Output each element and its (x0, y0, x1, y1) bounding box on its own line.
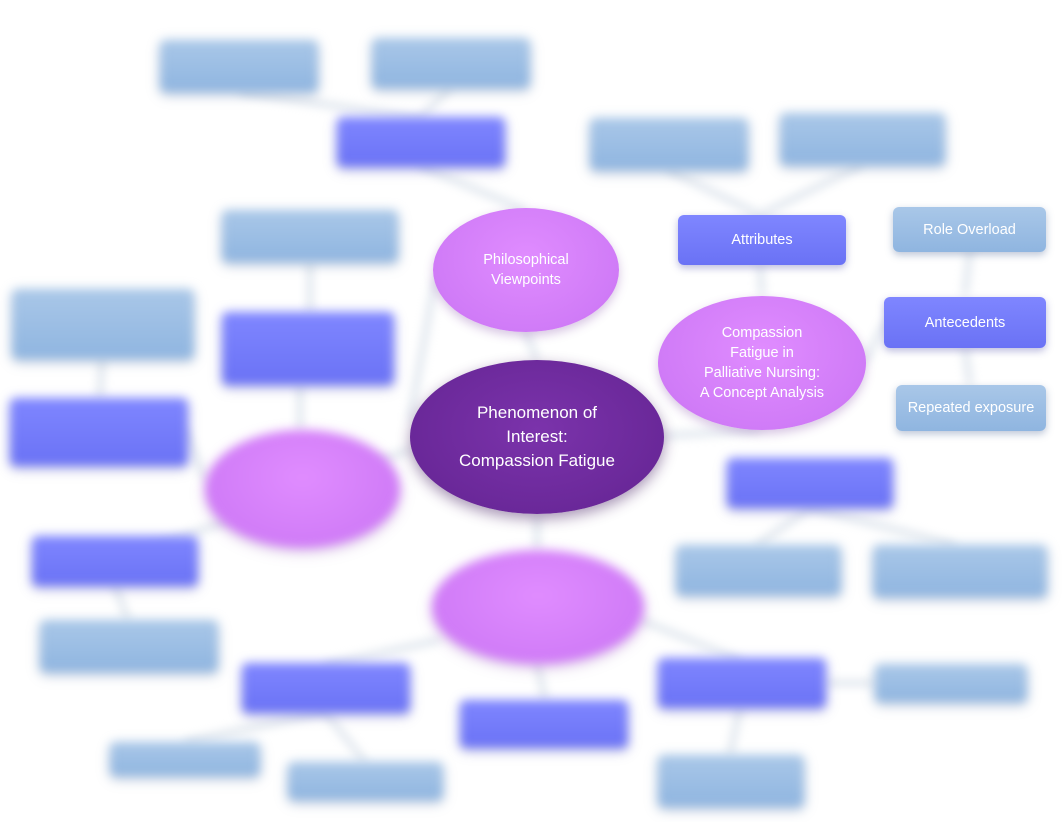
category-ellipse (432, 550, 644, 664)
concept-box (160, 40, 318, 92)
concept-box (337, 117, 505, 167)
concept-box (590, 118, 748, 170)
attributes-label: Attributes (731, 232, 793, 248)
concept-box (780, 113, 945, 165)
central-phenomenon-node: Phenomenon of Interest: Compassion Fatig… (410, 360, 664, 514)
concept-analysis-line-3: Palliative Nursing: (703, 365, 821, 381)
center-line-1: Phenomenon of (476, 403, 598, 422)
concept-analysis-node: Compassion Fatigue in Palliative Nursing… (658, 296, 866, 430)
concept-box (658, 658, 826, 708)
concept-box (676, 545, 841, 595)
role-overload-box: Role Overload (893, 207, 1046, 252)
concept-box (242, 663, 410, 713)
center-line-3: Compassion Fatigue (459, 451, 615, 470)
concept-box (110, 742, 260, 776)
antecedents-box: Antecedents (884, 297, 1046, 348)
concept-box (873, 545, 1047, 597)
concept-box (288, 762, 443, 800)
philosophical-viewpoints-node: Philosophical Viewpoints (433, 208, 619, 332)
concept-analysis-line-4: A Concept Analysis (699, 385, 825, 401)
concept-box (32, 536, 198, 586)
concept-box (222, 312, 394, 385)
center-line-2: Interest: (506, 427, 568, 446)
concept-box (40, 620, 218, 672)
repeated-exposure-label: Repeated exposure (907, 400, 1035, 416)
repeated-exposure-box: Repeated exposure (896, 385, 1046, 431)
philosophical-line-1: Philosophical (483, 252, 569, 268)
philosophical-line-2: Viewpoints (491, 272, 561, 288)
concept-box (658, 755, 804, 807)
concept-analysis-line-1: Compassion (721, 325, 803, 341)
category-ellipse (205, 430, 400, 548)
concept-box (10, 398, 188, 466)
concept-box (875, 664, 1027, 702)
concept-box (12, 289, 194, 359)
antecedents-label: Antecedents (924, 314, 1006, 331)
concept-box (727, 458, 893, 508)
concept-box (372, 38, 530, 88)
attributes-box: Attributes (678, 215, 846, 265)
concept-analysis-line-2: Fatigue in (730, 345, 794, 361)
concept-box (460, 700, 628, 748)
role-overload-label: Role Overload (923, 221, 1016, 238)
concept-box (222, 210, 398, 262)
